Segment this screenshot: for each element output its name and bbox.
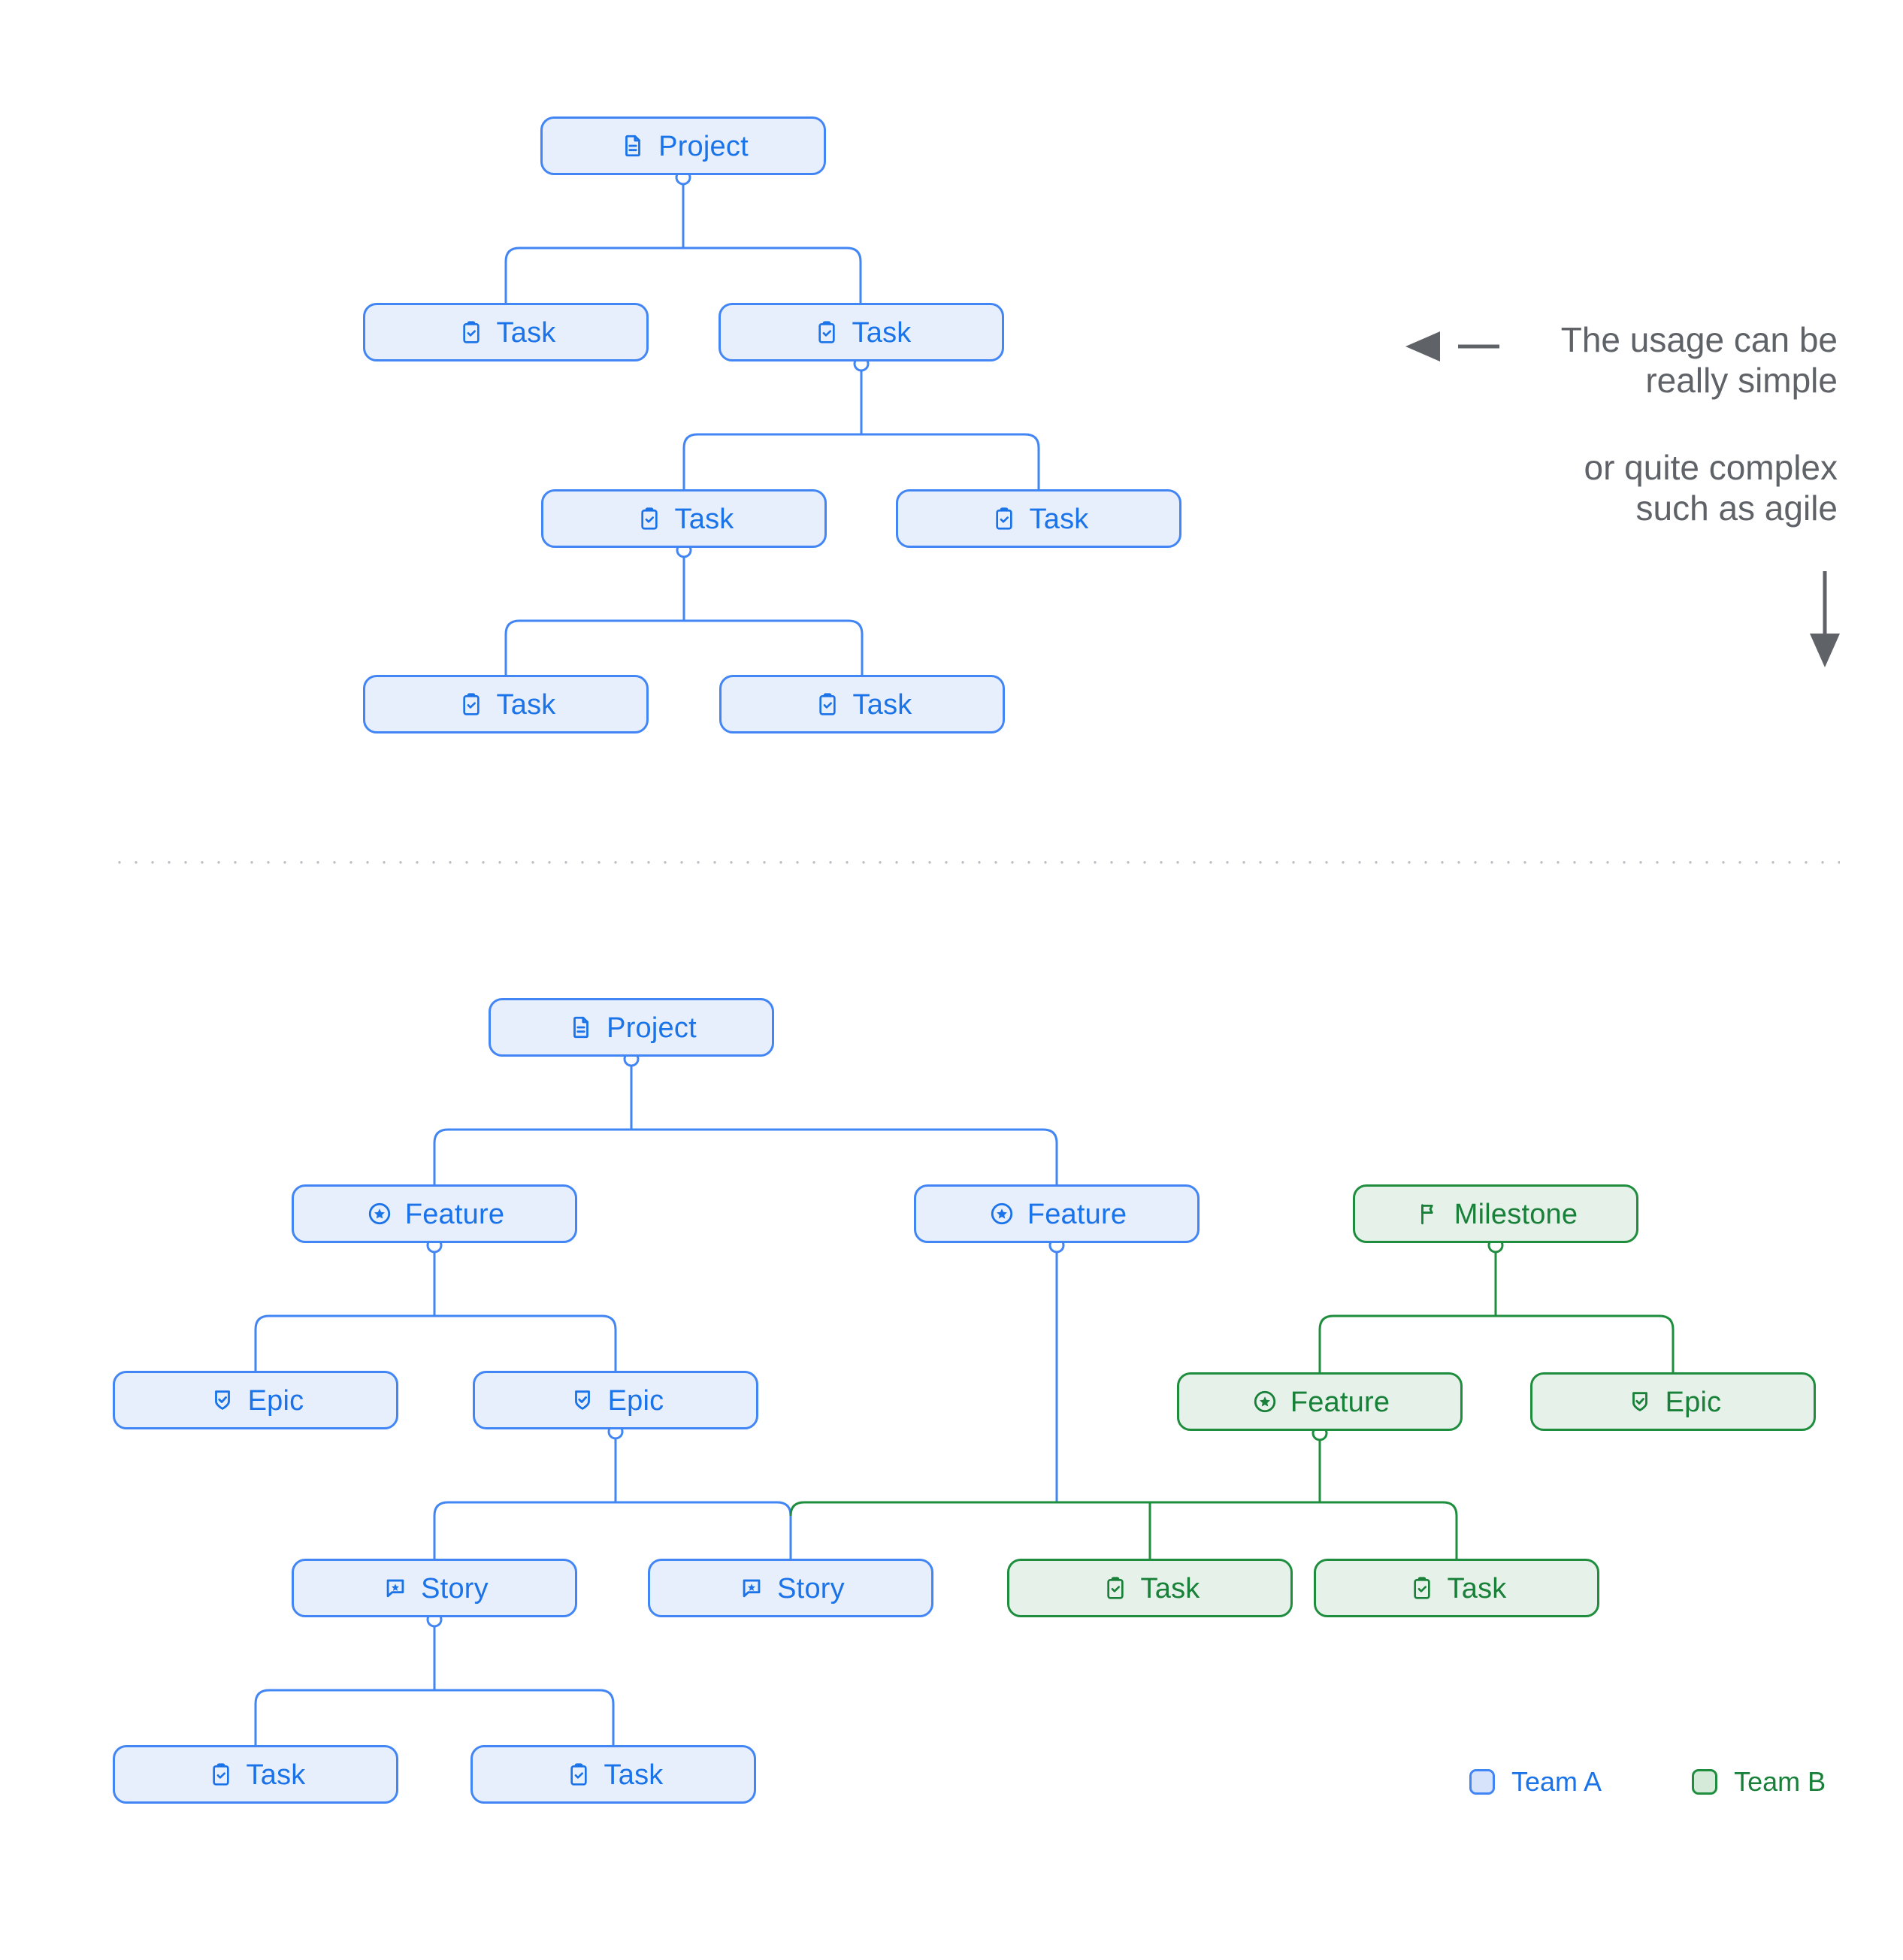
legend-label: Team A — [1511, 1766, 1602, 1797]
node-label: Project — [607, 1012, 697, 1044]
node-label: Task — [496, 689, 556, 721]
node-label: Task — [1447, 1573, 1507, 1605]
clipboard-check-icon — [456, 689, 486, 719]
edge-green-bus-to-tasks — [789, 1501, 1458, 1559]
section-divider — [111, 861, 1840, 864]
node-label: Task — [1029, 504, 1089, 535]
node-label: Task — [496, 317, 556, 349]
clipboard-check-icon — [812, 689, 843, 719]
node-task[interactable]: Task — [363, 675, 649, 733]
annotation-text-secondary: or quite complex such as agile — [1584, 448, 1838, 528]
node-project[interactable]: Project — [540, 116, 826, 175]
shield-check-icon — [207, 1385, 237, 1415]
node-task[interactable]: Task — [719, 303, 1004, 361]
node-milestone[interactable]: Milestone — [1353, 1184, 1638, 1243]
flag-icon — [1414, 1199, 1444, 1229]
chat-star-icon — [380, 1573, 410, 1603]
legend-item-team-b[interactable]: Team B — [1692, 1766, 1826, 1798]
node-label: Story — [421, 1573, 489, 1605]
node-task[interactable]: Task — [1007, 1559, 1293, 1617]
star-circle-icon — [987, 1199, 1017, 1229]
edge-task2-to-children — [682, 367, 1040, 489]
shield-check-icon — [567, 1385, 598, 1415]
node-label: Task — [674, 504, 734, 535]
node-label: Feature — [404, 1199, 505, 1230]
document-icon — [566, 1012, 596, 1042]
port-dots-agile-blue — [426, 1051, 1065, 1628]
chat-star-icon — [737, 1573, 767, 1603]
node-task[interactable]: Task — [363, 303, 649, 361]
node-feature[interactable]: Feature — [1177, 1372, 1463, 1431]
node-epic[interactable]: Epic — [1530, 1372, 1816, 1431]
shield-check-icon — [1625, 1387, 1655, 1417]
clipboard-check-icon — [564, 1759, 594, 1789]
edge-group-simple — [504, 180, 1040, 675]
clipboard-check-icon — [206, 1759, 236, 1789]
edge-project-to-tasks — [504, 180, 862, 303]
legend-label: Team B — [1734, 1766, 1826, 1797]
node-label: Milestone — [1454, 1199, 1578, 1230]
node-label: Feature — [1290, 1387, 1390, 1418]
node-epic[interactable]: Epic — [473, 1371, 758, 1429]
edge-amilestone-to-children — [1318, 1248, 1675, 1372]
node-task[interactable]: Task — [719, 675, 1005, 733]
legend-item-team-a[interactable]: Team A — [1469, 1766, 1602, 1798]
edge-aepic2-to-stories — [433, 1435, 792, 1559]
node-label: Epic — [607, 1385, 664, 1417]
annotation-text-primary: The usage can be really simple — [1560, 320, 1838, 401]
node-epic[interactable]: Epic — [113, 1371, 398, 1429]
node-label: Task — [246, 1759, 306, 1791]
node-label: Story — [777, 1573, 845, 1605]
node-label: Feature — [1027, 1199, 1127, 1230]
node-label: Epic — [1665, 1387, 1722, 1418]
node-label: Epic — [247, 1385, 304, 1417]
node-feature[interactable]: Feature — [914, 1184, 1200, 1243]
node-label: Task — [604, 1759, 664, 1791]
node-feature[interactable]: Feature — [292, 1184, 577, 1243]
node-label: Project — [658, 131, 749, 162]
node-label: Task — [852, 317, 912, 349]
document-icon — [618, 131, 648, 161]
clipboard-check-icon — [634, 504, 664, 534]
clipboard-check-icon — [1100, 1573, 1130, 1603]
node-story[interactable]: Story — [292, 1559, 577, 1617]
edge-aproject-to-features — [433, 1062, 1058, 1184]
legend-swatch-icon — [1469, 1769, 1495, 1795]
node-project[interactable]: Project — [489, 998, 774, 1057]
node-task[interactable]: Task — [470, 1745, 756, 1804]
node-task[interactable]: Task — [541, 489, 827, 548]
star-circle-icon — [1250, 1387, 1280, 1417]
node-task[interactable]: Task — [896, 489, 1181, 548]
down-arrow-head — [1810, 634, 1840, 667]
clipboard-check-icon — [456, 317, 486, 347]
clipboard-check-icon — [1407, 1573, 1437, 1603]
node-task[interactable]: Task — [113, 1745, 398, 1804]
node-label: Task — [1140, 1573, 1200, 1605]
legend-swatch-icon — [1692, 1769, 1718, 1795]
edge-astory1-to-tasks — [254, 1623, 615, 1745]
clipboard-check-icon — [989, 504, 1019, 534]
legend: Team A Team B — [1469, 1766, 1826, 1798]
edge-afeature1-to-epics — [254, 1248, 617, 1371]
edge-task3-to-children — [504, 553, 864, 675]
node-label: Task — [852, 689, 912, 721]
node-task[interactable]: Task — [1314, 1559, 1599, 1617]
clipboard-check-icon — [812, 317, 842, 347]
node-story[interactable]: Story — [648, 1559, 933, 1617]
star-circle-icon — [365, 1199, 395, 1229]
